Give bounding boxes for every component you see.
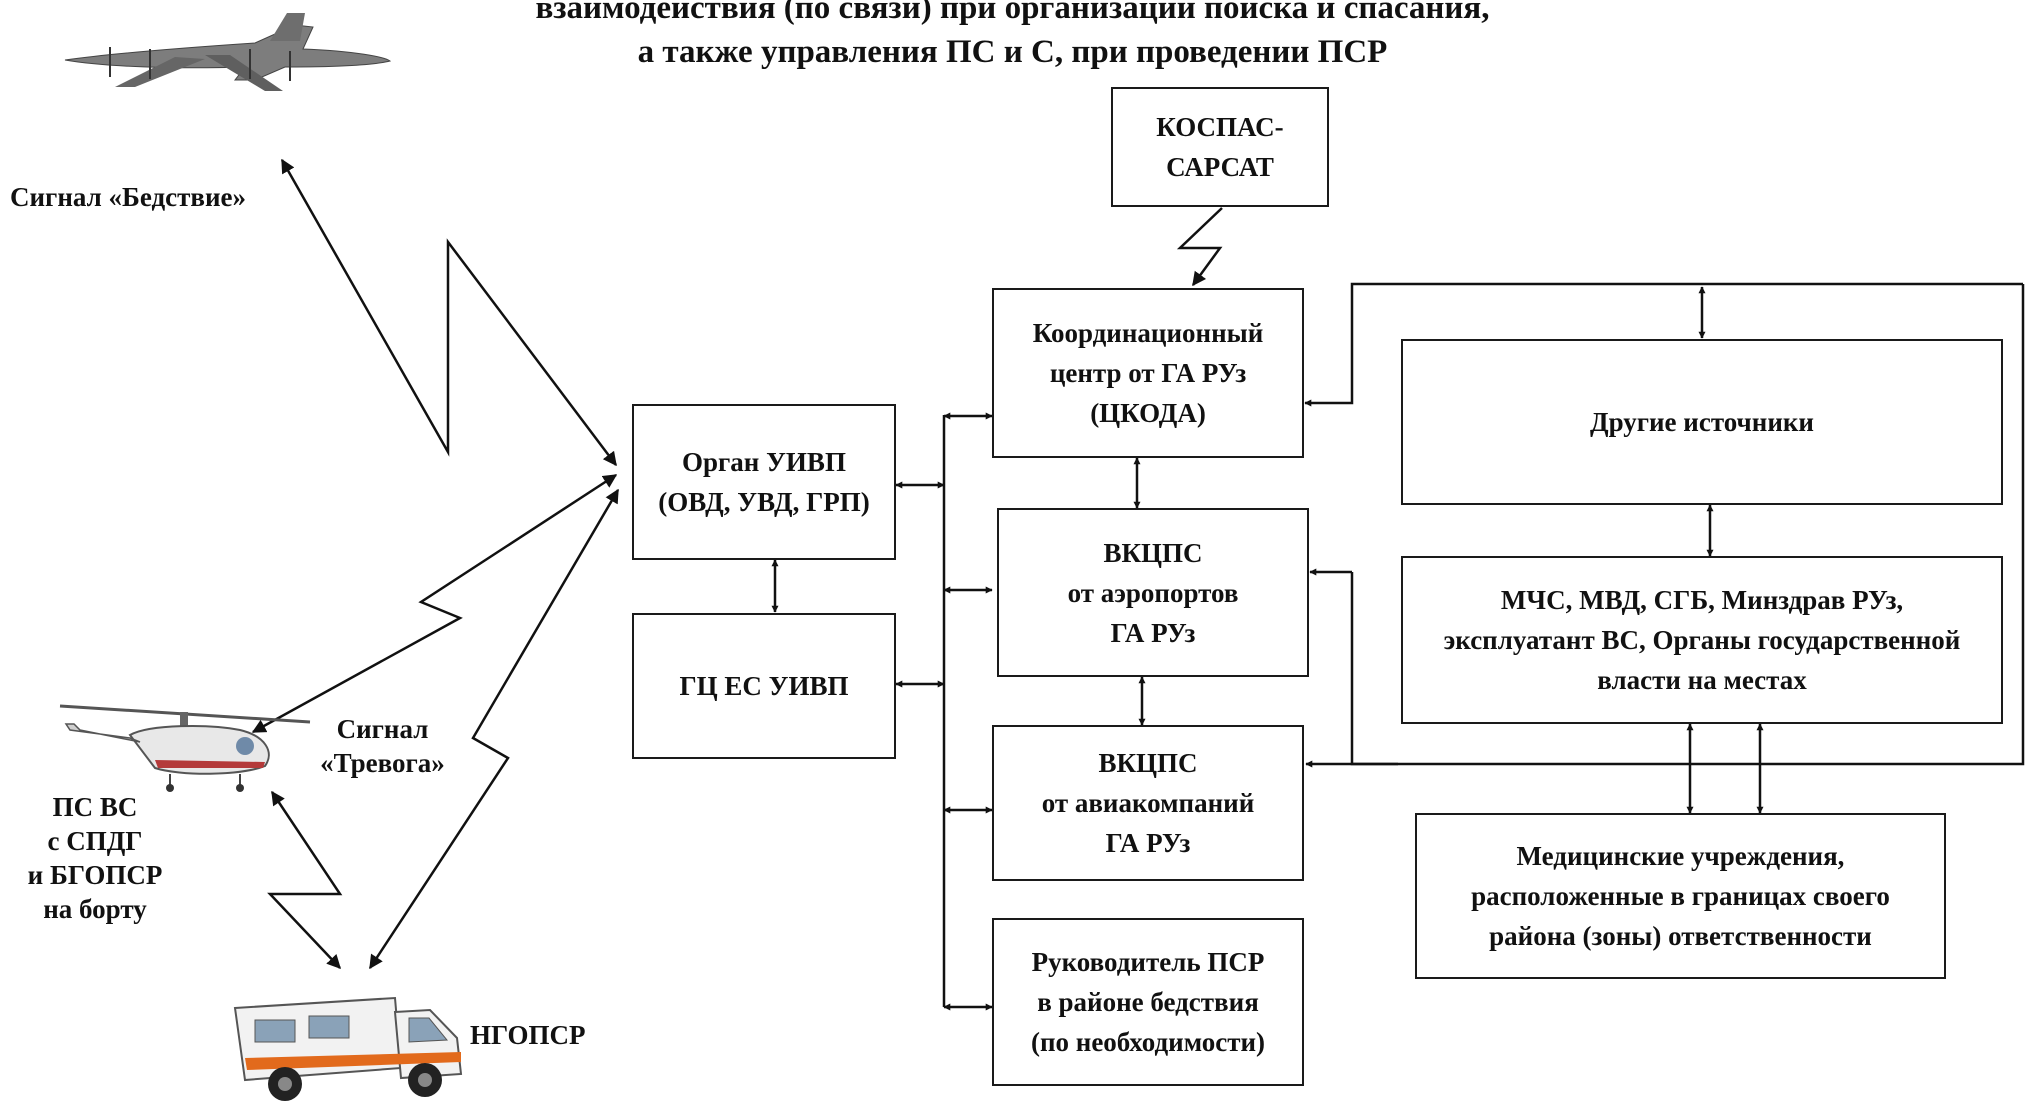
link-organ-truck (368, 488, 620, 970)
link-kospas-ckoda (1176, 207, 1223, 287)
vkcps-airlines-text: ВКЦПС от авиакомпаний ГА РУз (1041, 748, 1255, 858)
ckoda-text: Координационный центр от ГА РУз (ЦКОДА) (1032, 318, 1264, 428)
transport-aircraft-icon (64, 13, 392, 91)
kospas-sarsat-text: КОСПАС- САРСАТ (1156, 112, 1284, 182)
other-sources-box: Другие источники (1401, 339, 2003, 505)
helicopter-icon (59, 704, 311, 792)
other-sources-text: Другие источники (1590, 407, 1814, 437)
ngopsr-label: НГОПСР (470, 1020, 586, 1050)
kospas-sarsat-box: КОСПАС- САРСАТ (1111, 87, 1329, 207)
psr-manager-text: Руководитель ПСР в районе бедствия (по н… (1030, 947, 1266, 1057)
search-aircraft-label: ПС ВС с СПДГ и БГОПСР на борту (27, 792, 163, 924)
signal-alarm-label: Сигнал «Тревога» (320, 714, 445, 778)
diagram-title-line-1: взаимодействия (по связи) при организаци… (535, 0, 1490, 26)
vkcps-airports-text: ВКЦПС от аэропортов ГА РУз (1067, 537, 1239, 648)
diagram-title-line-2: а также управления ПС и С, при проведени… (637, 34, 1388, 70)
medical-institutions-box: Медицинские учреждения, расположенные в … (1415, 813, 1946, 979)
organ-uivp-text: Орган УИВП (ОВД, УВД, ГРП) (658, 447, 870, 517)
agencies-text: МЧС, МВД, СГБ, Минздрав РУз, эксплуатант… (1443, 585, 1961, 695)
vkcps-airlines-box: ВКЦПС от авиакомпаний ГА РУз (992, 725, 1304, 881)
agencies-box: МЧС, МВД, СГБ, Минздрав РУз, эксплуатант… (1401, 556, 2003, 724)
gc-es-uivp-box: ГЦ ЕС УИВП (632, 613, 896, 759)
psr-manager-box: Руководитель ПСР в районе бедствия (по н… (992, 918, 1304, 1086)
rescue-truck-icon (233, 996, 463, 1101)
organ-uivp-box: Орган УИВП (ОВД, УВД, ГРП) (632, 404, 896, 560)
signal-distress-label: Сигнал «Бедствие» (10, 182, 247, 212)
link-aircraft-organ (280, 158, 617, 467)
link-helicopter-truck (267, 790, 343, 970)
vkcps-airports-box: ВКЦПС от аэропортов ГА РУз (997, 508, 1309, 677)
gc-es-uivp-text: ГЦ ЕС УИВП (679, 671, 849, 701)
link-organ-helicopter (251, 473, 618, 734)
ckoda-box: Координационный центр от ГА РУз (ЦКОДА) (992, 288, 1304, 458)
medical-institutions-text: Медицинские учреждения, расположенные в … (1471, 841, 1890, 951)
